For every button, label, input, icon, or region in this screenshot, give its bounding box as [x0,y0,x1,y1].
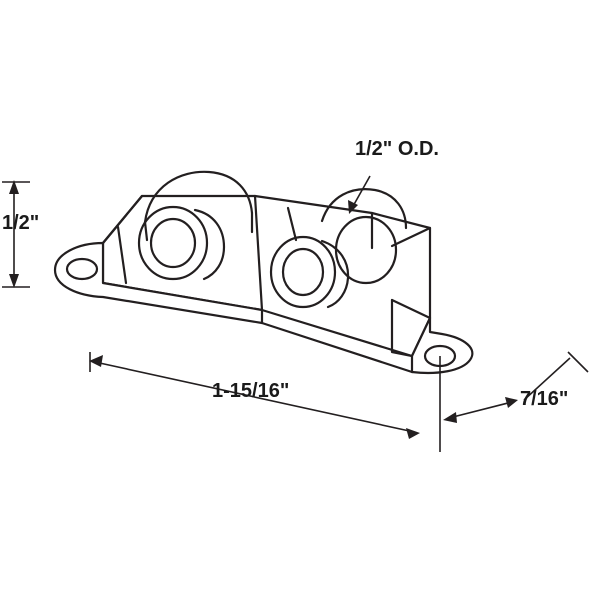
housing-right-face [390,298,432,320]
length-arrow-right [406,428,420,439]
dimension-label-height: 1/2" [2,212,40,234]
housing-rib-center [286,206,298,242]
length-arrow-left [89,355,103,367]
od-leader-line [351,175,371,209]
width-dim-line [448,401,513,419]
width-arrow-left [443,412,457,423]
height-arrow-bottom [9,274,19,288]
width-arrow-right [505,397,518,408]
dimension-label-length: 1-15/16" [212,380,290,402]
left-mounting-hole [65,257,99,281]
left-roller-outer [137,205,209,281]
base-plate-front-edge [260,321,414,374]
roller-body-outline [53,170,474,375]
housing-rib-right-bottom [390,298,414,358]
left-roller-rim [193,208,226,281]
width-ext-right [523,357,571,401]
od-leader-arrow [348,200,358,214]
housing-left-face [101,194,144,245]
housing-right-top-face [390,226,432,248]
dimension-annotations [2,175,589,452]
housing-left-crease [116,225,128,285]
left-roller-edge-a [143,220,149,242]
center-roller-outer [269,235,337,309]
right-roller-outer [334,215,398,285]
dimension-label-outer-diameter: 1/2" O.D. [355,138,439,160]
right-roller-crown [320,188,408,230]
left-roller-inner [149,217,197,269]
length-dim-line [94,361,415,433]
base-plate-left-ear [53,241,264,325]
width-ext-right-tick [567,351,589,373]
dimension-label-width: 7/16" [520,388,569,410]
housing-rib-left [253,194,264,312]
center-roller-inner [281,247,325,297]
left-roller-crown [143,170,254,224]
height-arrow-top [9,180,19,194]
